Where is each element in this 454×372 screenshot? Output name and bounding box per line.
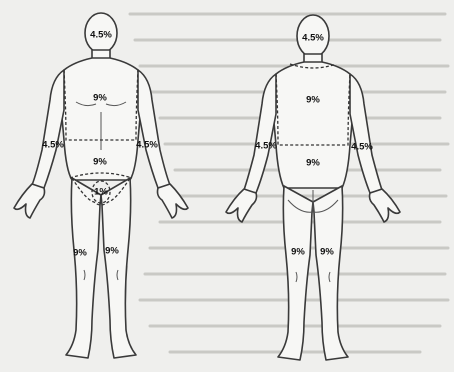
front-right-arm-label: 4.5% <box>42 140 64 151</box>
back-torso <box>272 62 355 188</box>
front-right-leg <box>66 178 101 358</box>
front-left-hand <box>158 184 189 218</box>
front-left-leg <box>101 178 136 358</box>
front-left-arm <box>138 70 170 188</box>
front-abdomen-label: 9% <box>93 157 107 168</box>
back-head-label: 4.5% <box>302 33 324 44</box>
back-upper-back-label: 9% <box>306 95 320 106</box>
front-groin-label: 1% <box>94 187 108 198</box>
back-right-arm-label: 4.5% <box>255 141 277 152</box>
back-lower-back-label: 9% <box>306 158 320 169</box>
front-right-arm <box>32 70 64 188</box>
back-left-leg-label: 9% <box>320 247 334 258</box>
front-left-leg-label: 9% <box>105 246 119 257</box>
front-right-hand <box>14 184 45 218</box>
front-chest-label: 9% <box>93 93 107 104</box>
back-left-hand <box>370 189 401 222</box>
back-left-arm-label: 4.5% <box>351 142 373 153</box>
back-right-hand <box>226 189 257 222</box>
front-right-leg-label: 9% <box>73 248 87 259</box>
back-right-leg-label: 9% <box>291 247 305 258</box>
front-head-label: 4.5% <box>90 30 112 41</box>
front-left-arm-label: 4.5% <box>136 140 158 151</box>
